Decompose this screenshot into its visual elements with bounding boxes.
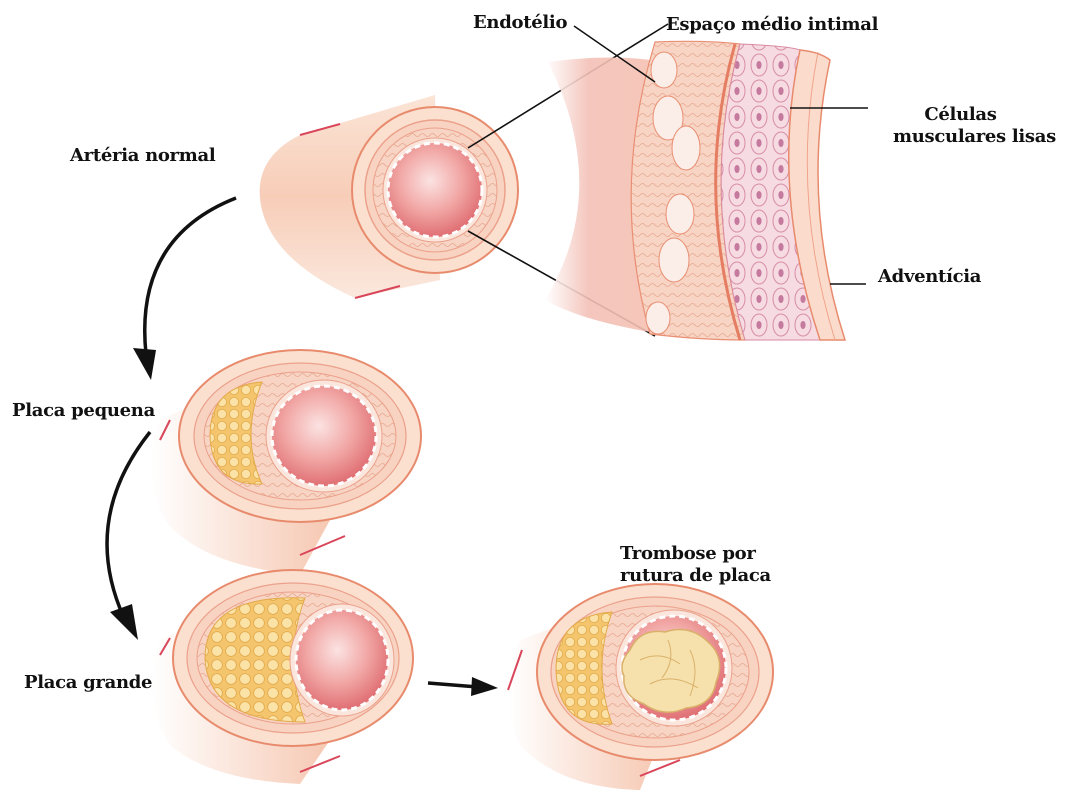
label-trombose-line2: rutura de placa [620, 565, 790, 587]
curved-arrow-icon [133, 198, 236, 380]
thrombus-clot [622, 630, 720, 713]
label-celulas-line1: Células [893, 104, 1068, 126]
label-placa-pequena: Placa pequena [12, 400, 155, 422]
wall-detail [545, 41, 845, 340]
label-trombose-rutura-placa: Trombose por rutura de placa [620, 543, 790, 587]
label-arteria-normal: Artéria normal [70, 145, 215, 167]
label-trombose-line1: Trombose por [620, 543, 790, 565]
thrombosis-artery [508, 584, 773, 790]
label-celulas-musculares-lisas: Células musculares lisas [893, 104, 1068, 148]
straight-arrow-icon [428, 677, 498, 696]
label-placa-grande: Placa grande [24, 672, 152, 694]
normal-artery-lumen [388, 143, 482, 237]
label-adventicia: Adventícia [878, 266, 981, 288]
small-plaque-lumen [272, 386, 376, 486]
curved-arrow-icon [107, 432, 150, 640]
label-endotelio: Endotélio [473, 12, 567, 34]
label-espaco-medio-intimal: Espaço médio intimal [666, 14, 878, 36]
large-plaque-lumen [296, 610, 388, 710]
label-celulas-line2: musculares lisas [893, 126, 1068, 148]
small-plaque-artery [151, 350, 421, 575]
large-plaque-artery [152, 570, 413, 784]
normal-artery [260, 95, 518, 298]
